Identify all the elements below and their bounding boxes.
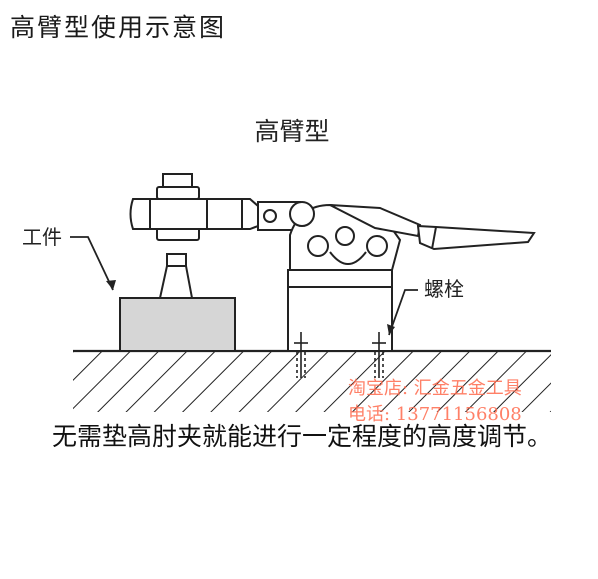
caption-text: 无需垫高肘夹就能进行一定程度的高度调节。 xyxy=(52,422,553,451)
mounting-bolts xyxy=(294,332,386,378)
clamp-arm xyxy=(129,198,259,230)
ground xyxy=(73,349,551,412)
clamp-handle xyxy=(329,204,536,251)
bolt-label: 螺栓 xyxy=(424,277,464,301)
bolt-callout: 螺栓 xyxy=(387,277,464,336)
workpiece-callout: 工件 xyxy=(22,225,116,291)
page-title: 高臂型使用示意图 xyxy=(10,13,227,42)
watermark-line1: 淘宝店: 汇金五金工具 xyxy=(348,378,522,399)
watermark: 淘宝店: 汇金五金工具 电话: 13771156808 xyxy=(348,378,522,425)
diagram-subtitle: 高臂型 xyxy=(254,117,329,146)
workpiece-block xyxy=(119,297,236,352)
clamp-spindle xyxy=(156,173,200,299)
clamp-base xyxy=(287,269,393,352)
workpiece-label: 工件 xyxy=(22,225,62,249)
watermark-line2: 电话: 13771156808 xyxy=(348,404,522,425)
